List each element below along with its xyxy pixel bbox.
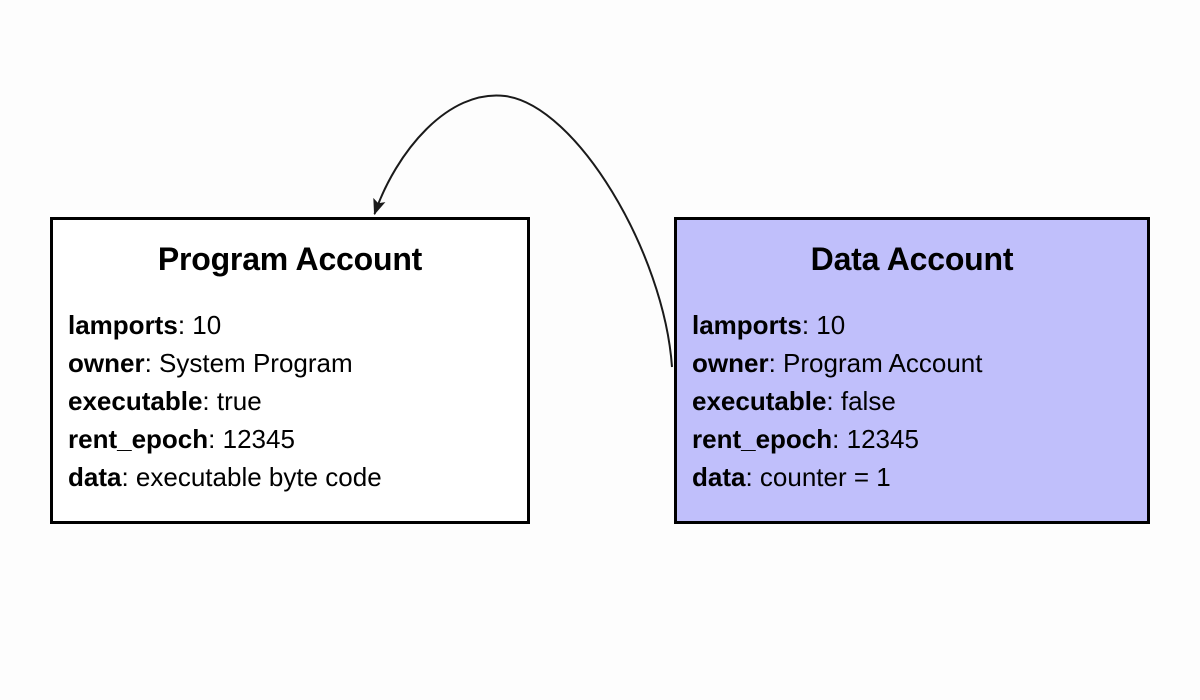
field-separator: : (768, 348, 784, 378)
field-value: executable byte code (135, 462, 382, 492)
field-separator: : (202, 386, 217, 416)
field-row: lamports: 10 (68, 306, 521, 344)
field-value: Program Account (783, 348, 983, 378)
field-row: executable: false (692, 382, 1141, 420)
field-row: data: counter = 1 (692, 458, 1141, 496)
field-value: 10 (192, 310, 222, 340)
field-row: executable: true (68, 382, 521, 420)
field-key: lamports (692, 310, 802, 340)
data-account-title: Data Account (810, 241, 1014, 277)
field-key: executable (692, 386, 827, 416)
field-key: executable (68, 386, 203, 416)
field-separator: : (826, 386, 841, 416)
field-separator: : (745, 462, 760, 492)
field-separator: : (121, 462, 136, 492)
field-row: lamports: 10 (692, 306, 1141, 344)
program-account-title: Program Account (157, 241, 423, 277)
field-row: data: executable byte code (68, 458, 521, 496)
field-row: rent_epoch: 12345 (68, 420, 521, 458)
field-value: System Program (159, 348, 353, 378)
field-value: 12345 (846, 424, 919, 454)
program-account-fields: lamports: 10 owner: System Program execu… (68, 306, 521, 496)
field-key: data (692, 462, 746, 492)
field-value: true (216, 386, 262, 416)
field-key: rent_epoch (68, 424, 209, 454)
field-separator: : (177, 310, 193, 340)
field-key: owner (68, 348, 145, 378)
field-value: counter = 1 (759, 462, 891, 492)
field-separator: : (208, 424, 223, 454)
field-key: data (68, 462, 122, 492)
field-value: 12345 (222, 424, 295, 454)
field-key: lamports (68, 310, 178, 340)
program-account-box: Program Account lamports: 10 owner: Syst… (50, 217, 530, 524)
data-account-box: Data Account lamports: 10 owner: Program… (674, 217, 1150, 524)
field-separator: : (144, 348, 160, 378)
field-value: false (840, 386, 896, 416)
data-account-fields: lamports: 10 owner: Program Account exec… (692, 306, 1141, 496)
field-row: owner: Program Account (692, 344, 1141, 382)
field-key: rent_epoch (692, 424, 833, 454)
field-value: 10 (816, 310, 846, 340)
field-row: rent_epoch: 12345 (692, 420, 1141, 458)
field-row: owner: System Program (68, 344, 521, 382)
field-separator: : (801, 310, 817, 340)
field-key: owner (692, 348, 769, 378)
field-separator: : (832, 424, 847, 454)
